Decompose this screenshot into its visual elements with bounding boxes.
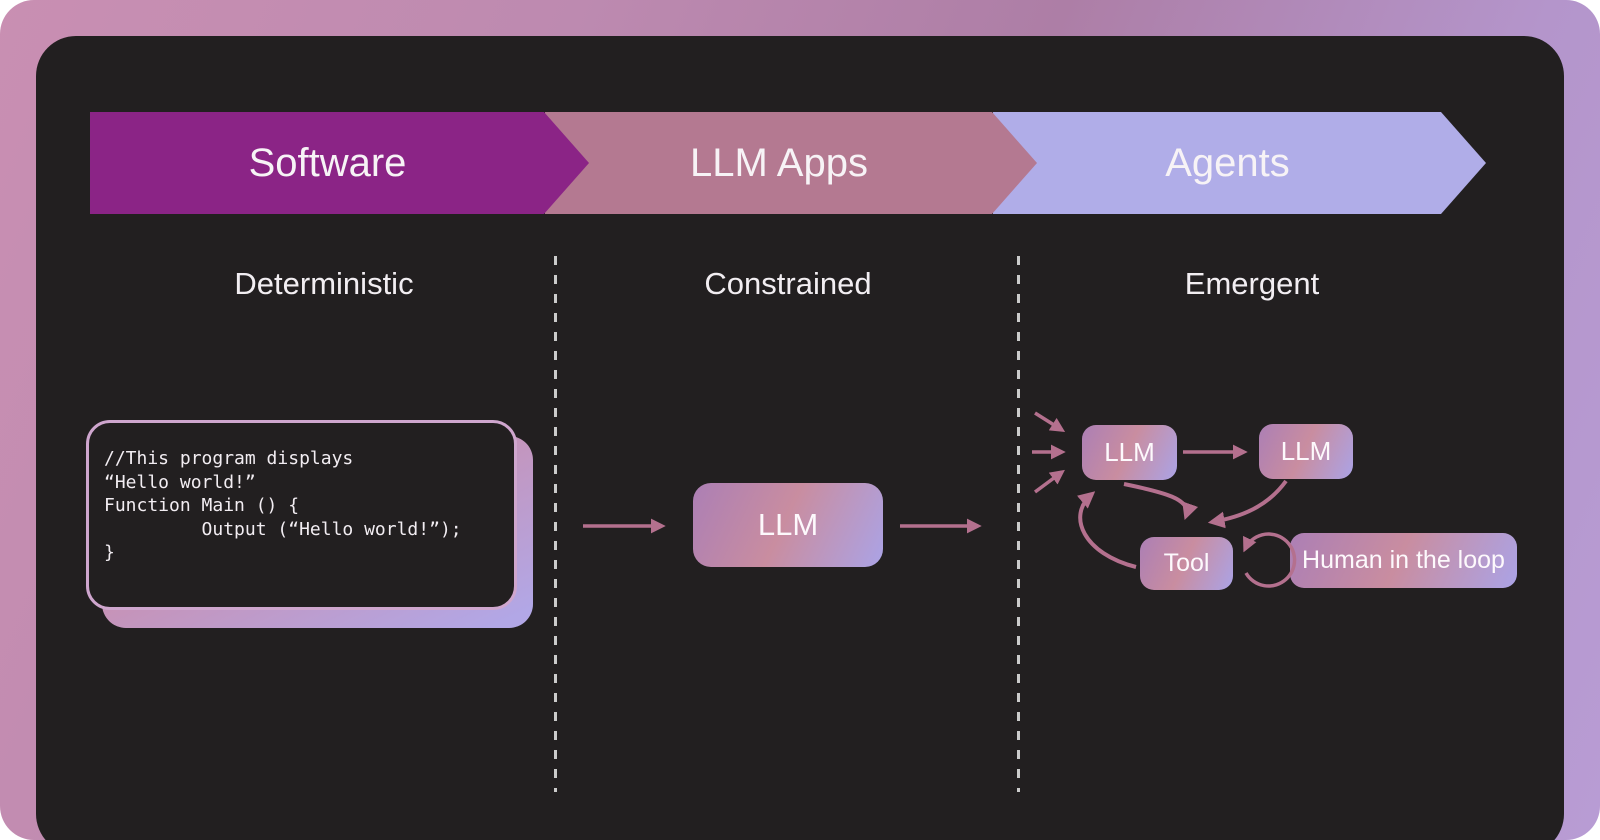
node-llm-b: LLM	[1259, 424, 1353, 479]
stage-label-agents: Agents	[1165, 140, 1290, 185]
stage-chevron-software: Software	[90, 112, 589, 214]
stage-label-llm-apps: LLM Apps	[690, 140, 868, 185]
node-tool-label: Tool	[1163, 549, 1210, 577]
node-tool: Tool	[1140, 537, 1233, 590]
stage-chevron-agents: Agents	[993, 112, 1486, 214]
column-title-emergent: Emergent	[1184, 266, 1320, 301]
node-llm-main-label: LLM	[757, 507, 819, 542]
node-llm-a: LLM	[1082, 425, 1177, 480]
dashed-divider-left	[554, 256, 557, 792]
code-card: //This program displays “Hello world!” F…	[86, 420, 517, 610]
dashed-divider-right	[1017, 256, 1020, 792]
node-llm-a-label: LLM	[1104, 437, 1155, 467]
column-title-deterministic: Deterministic	[234, 266, 414, 301]
node-human-label: Human in the loop	[1302, 546, 1505, 574]
node-llm-main: LLM	[693, 483, 883, 567]
node-human-in-the-loop: Human in the loop	[1290, 533, 1517, 588]
stage-label-software: Software	[248, 140, 407, 185]
node-llm-b-label: LLM	[1280, 436, 1332, 466]
stage-chevron-llm-apps: LLM Apps	[545, 112, 1037, 214]
column-title-constrained: Constrained	[704, 266, 872, 301]
code-text: //This program displays “Hello world!” F…	[104, 448, 462, 563]
